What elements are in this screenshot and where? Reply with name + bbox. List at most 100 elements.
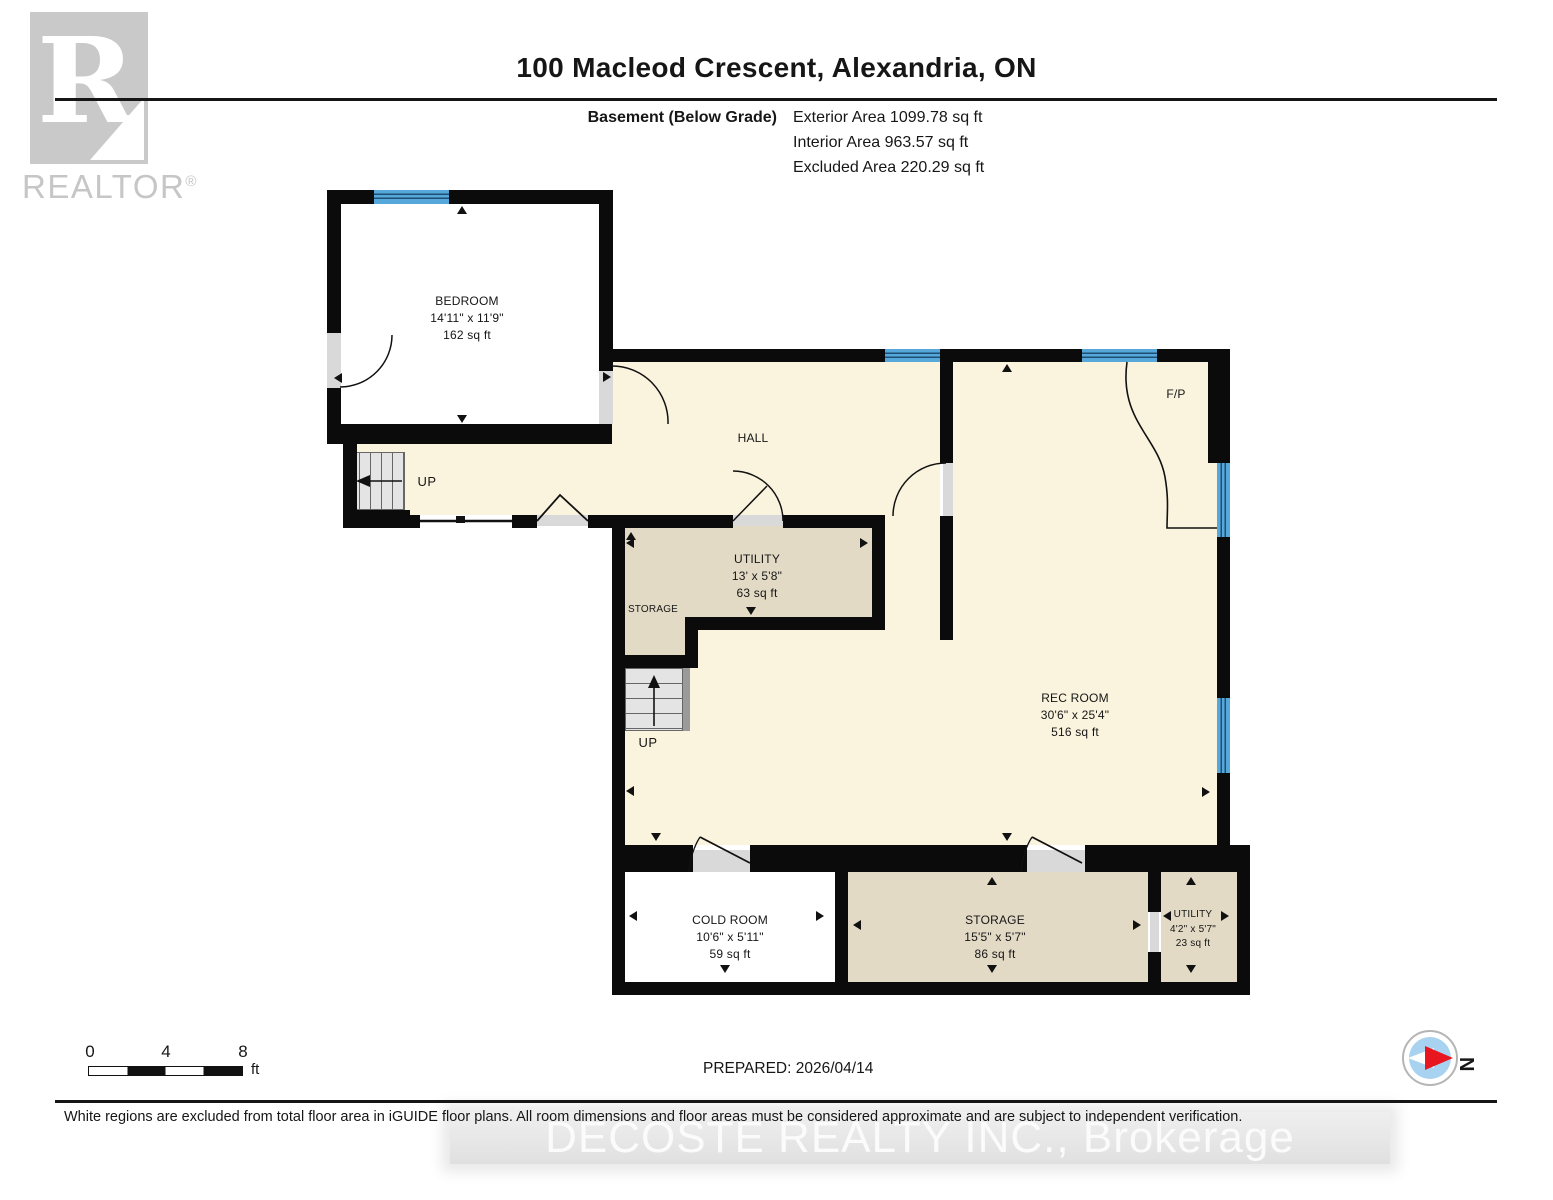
fireplace-wall: [1208, 362, 1230, 463]
wall: [327, 388, 341, 424]
room-dims: 30'6" x 25'4": [1040, 707, 1110, 722]
rec-room-floor: [953, 362, 1217, 845]
wall: [1217, 773, 1230, 845]
room-label-bedroom: BEDROOM 14'11" x 11'9" 162 sq ft: [367, 293, 567, 343]
room-name: UTILITY: [733, 552, 781, 566]
room-dims: 4'2" x 5'7": [1170, 923, 1216, 935]
wall: [872, 515, 885, 630]
wall: [612, 982, 1250, 995]
dimension-arrow-down-icon: [457, 415, 467, 423]
doorway: [733, 515, 783, 526]
room-dims: 14'11" x 11'9": [430, 310, 504, 325]
wall: [940, 349, 953, 463]
doorway: [1150, 912, 1159, 952]
scale-bar: [88, 1066, 243, 1076]
dimension-arrow-left-icon: [334, 373, 342, 383]
wall: [1085, 845, 1250, 872]
realtor-logo: R: [30, 11, 148, 164]
room-area: 63 sq ft: [736, 585, 778, 600]
disclaimer-text: White regions are excluded from total fl…: [64, 1109, 1243, 1125]
compass-icon: N: [1402, 1030, 1477, 1086]
room-label-storage: STORAGE 15'5" x 5'7" 86 sq ft: [895, 912, 1095, 962]
wall: [612, 515, 625, 995]
doorway: [537, 515, 588, 526]
window: [885, 349, 940, 362]
dimension-arrow-left-icon: [629, 911, 637, 921]
doorway: [1027, 850, 1085, 872]
wall: [940, 516, 953, 640]
dimension-arrow-right-icon: [1133, 920, 1141, 930]
dimension-arrow-right-icon: [860, 538, 868, 548]
room-label-cold-room: COLD ROOM 10'6" x 5'11" 59 sq ft: [630, 912, 830, 962]
dimension-arrow-down-icon: [987, 965, 997, 973]
dimension-arrow-right-icon: [603, 372, 611, 382]
window: [1217, 463, 1230, 537]
fireplace-label: F/P: [1146, 386, 1206, 403]
room-dims: 15'5" x 5'7": [964, 929, 1026, 944]
dimension-arrow-left-icon: [626, 538, 634, 548]
interior-area: Interior Area 963.57 sq ft: [793, 134, 969, 151]
window: [374, 190, 449, 204]
excluded-area: Excluded Area 220.29 sq ft: [793, 159, 985, 176]
floor-label: Basement (Below Grade): [587, 109, 777, 126]
wall: [512, 515, 537, 528]
room-dims: 10'6" x 5'11": [696, 929, 764, 944]
wall: [407, 515, 420, 528]
dimension-arrow-up-icon: [1002, 364, 1012, 372]
wall: [612, 515, 733, 528]
room-name: UTILITY: [1173, 909, 1213, 920]
scale-tick-0: 0: [85, 1042, 95, 1061]
room-dims: 13' x 5'8": [731, 568, 783, 583]
wall: [599, 190, 613, 371]
dimension-arrow-left-icon: [853, 920, 861, 930]
stairs-up-label: UP: [417, 474, 437, 489]
dimension-arrow-down-icon: [720, 965, 730, 973]
wall: [327, 190, 341, 333]
dimension-arrow-right-icon: [1202, 787, 1210, 797]
rec-room-floor-gap: [940, 640, 953, 845]
doorway: [599, 371, 613, 424]
room-name: STORAGE: [627, 604, 679, 615]
wall: [1237, 845, 1250, 995]
dimension-arrow-down-icon: [1186, 965, 1196, 973]
room-area: 23 sq ft: [1175, 938, 1211, 949]
room-name: REC ROOM: [1041, 691, 1109, 705]
registered-mark: ®: [185, 173, 198, 190]
window: [1217, 698, 1230, 773]
realtor-brand-text: REALTOR: [22, 168, 186, 205]
doorway: [943, 463, 953, 516]
wall: [1148, 872, 1161, 912]
dimension-arrow-up-icon: [1186, 877, 1196, 885]
floor-plan: BEDROOM 14'11" x 11'9" 162 sq ft HALL UT…: [320, 185, 1255, 1000]
wall: [835, 872, 848, 995]
wall: [327, 190, 612, 204]
wall: [1157, 349, 1230, 362]
dimension-arrow-down-icon: [1002, 833, 1012, 841]
room-label-storage-nook: STORAGE: [613, 603, 693, 618]
compass-needle-north: [1425, 1046, 1453, 1070]
room-label-hall: HALL: [703, 430, 803, 447]
room-label-rec-room: REC ROOM 30'6" x 25'4" 516 sq ft: [975, 690, 1175, 740]
room-name: STORAGE: [965, 913, 1025, 927]
wall: [343, 444, 357, 528]
wall: [940, 349, 1082, 362]
dimension-arrow-left-icon: [1163, 911, 1171, 921]
window: [1082, 349, 1157, 362]
stairs-up-label: UP: [638, 735, 658, 750]
room-label-utility-small: UTILITY 4'2" x 5'7" 23 sq ft: [1143, 908, 1243, 952]
dimension-arrow-right-icon: [1221, 911, 1229, 921]
room-name: COLD ROOM: [692, 913, 768, 927]
wall: [783, 515, 885, 528]
room-name: BEDROOM: [435, 294, 499, 308]
dimension-arrow-down-icon: [746, 607, 756, 615]
compass-north-label: N: [1455, 1057, 1477, 1071]
room-area: 162 sq ft: [443, 327, 491, 342]
dimension-arrow-right-icon: [816, 911, 824, 921]
prepared-date: PREPARED: 2026/04/14: [703, 1060, 874, 1077]
page-title: 100 Macleod Crescent, Alexandria, ON: [516, 52, 1037, 83]
brokerage-watermark: DECOSTE REALTY INC., Brokerage: [450, 1112, 1390, 1164]
scale-unit: ft: [251, 1061, 260, 1078]
wall-tick: [456, 516, 465, 523]
wall: [1217, 537, 1230, 698]
wall: [612, 655, 698, 668]
